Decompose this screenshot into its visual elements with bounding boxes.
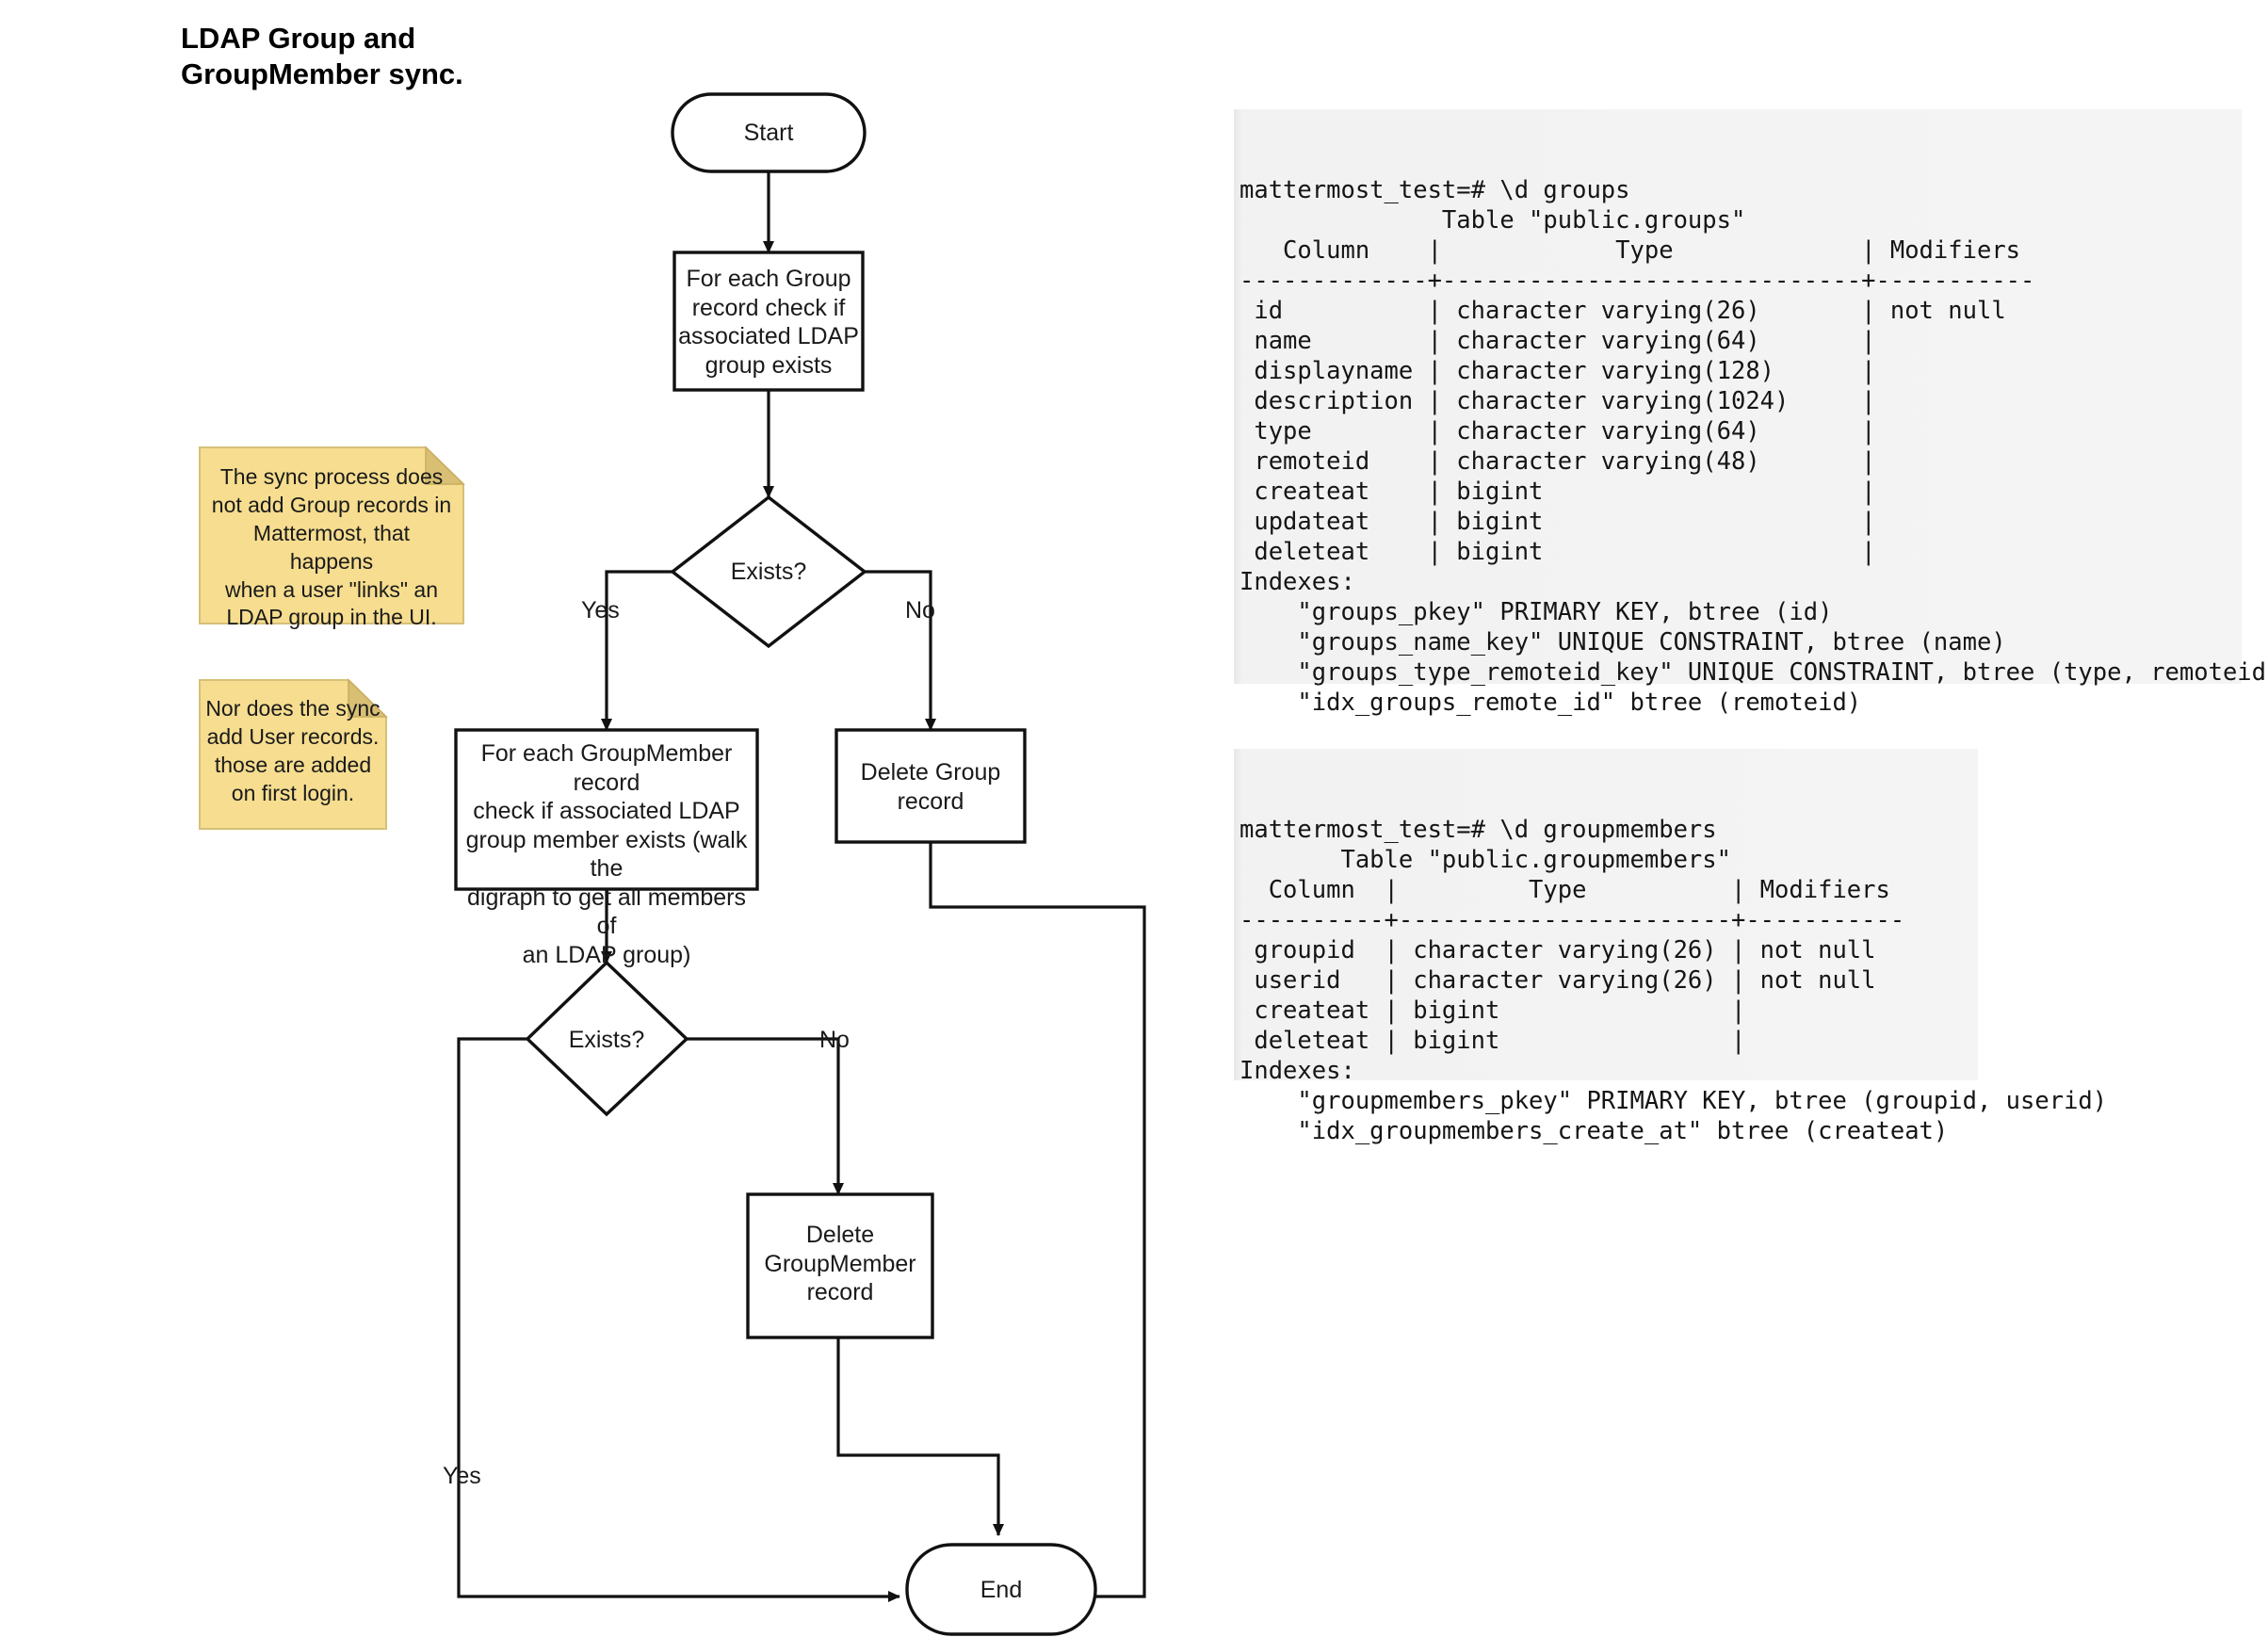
- node-start: [671, 92, 867, 173]
- note-sync-user-fold: [348, 678, 388, 718]
- edge-exists1-no: [865, 570, 936, 731]
- edge-exists2-yes: [457, 1037, 900, 1602]
- node-check-group: [672, 251, 865, 392]
- edge-exists1-yes: [601, 570, 672, 731]
- edge-exists2-no: [687, 1037, 844, 1195]
- terminal-groupmembers: mattermost_test=# \d groupmembers Table …: [1234, 749, 2107, 1145]
- sticky-notes: [199, 446, 465, 830]
- node-delete-groupmember: [746, 1192, 934, 1339]
- note-sync-group-fold: [425, 446, 465, 485]
- node-check-member: [454, 728, 759, 891]
- note-sync-user-text: Nor does the sync add User records. thos…: [205, 696, 381, 805]
- node-delete-group: [834, 728, 1027, 844]
- note-sync-group-text: The sync process does not add Group reco…: [211, 464, 452, 630]
- note-sync-group-shape: [199, 446, 464, 624]
- note-sync-user-shape: [199, 679, 387, 830]
- node-exists-2: [525, 960, 689, 1117]
- terminal-groups-text: mattermost_test=# \d groups Table "publi…: [1239, 176, 2268, 777]
- edge-label-exists2-yes: Yes: [443, 1463, 481, 1489]
- edge-deletegroup-to-end: [929, 842, 1146, 1602]
- edge-label-exists2-no: No: [819, 1027, 850, 1053]
- node-exists-1: [670, 494, 867, 649]
- node-end: [905, 1543, 1097, 1636]
- terminal-groupmembers-text: mattermost_test=# \d groupmembers Table …: [1239, 816, 2108, 1145]
- terminal-groups: mattermost_test=# \d groups Table "publi…: [1234, 109, 2268, 777]
- edge-label-exists1-yes: Yes: [581, 597, 620, 624]
- edge-label-exists1-no: No: [905, 597, 935, 624]
- edge-deletemember-to-end: [836, 1337, 1004, 1536]
- page-title: LDAP Group and GroupMember sync.: [181, 22, 463, 90]
